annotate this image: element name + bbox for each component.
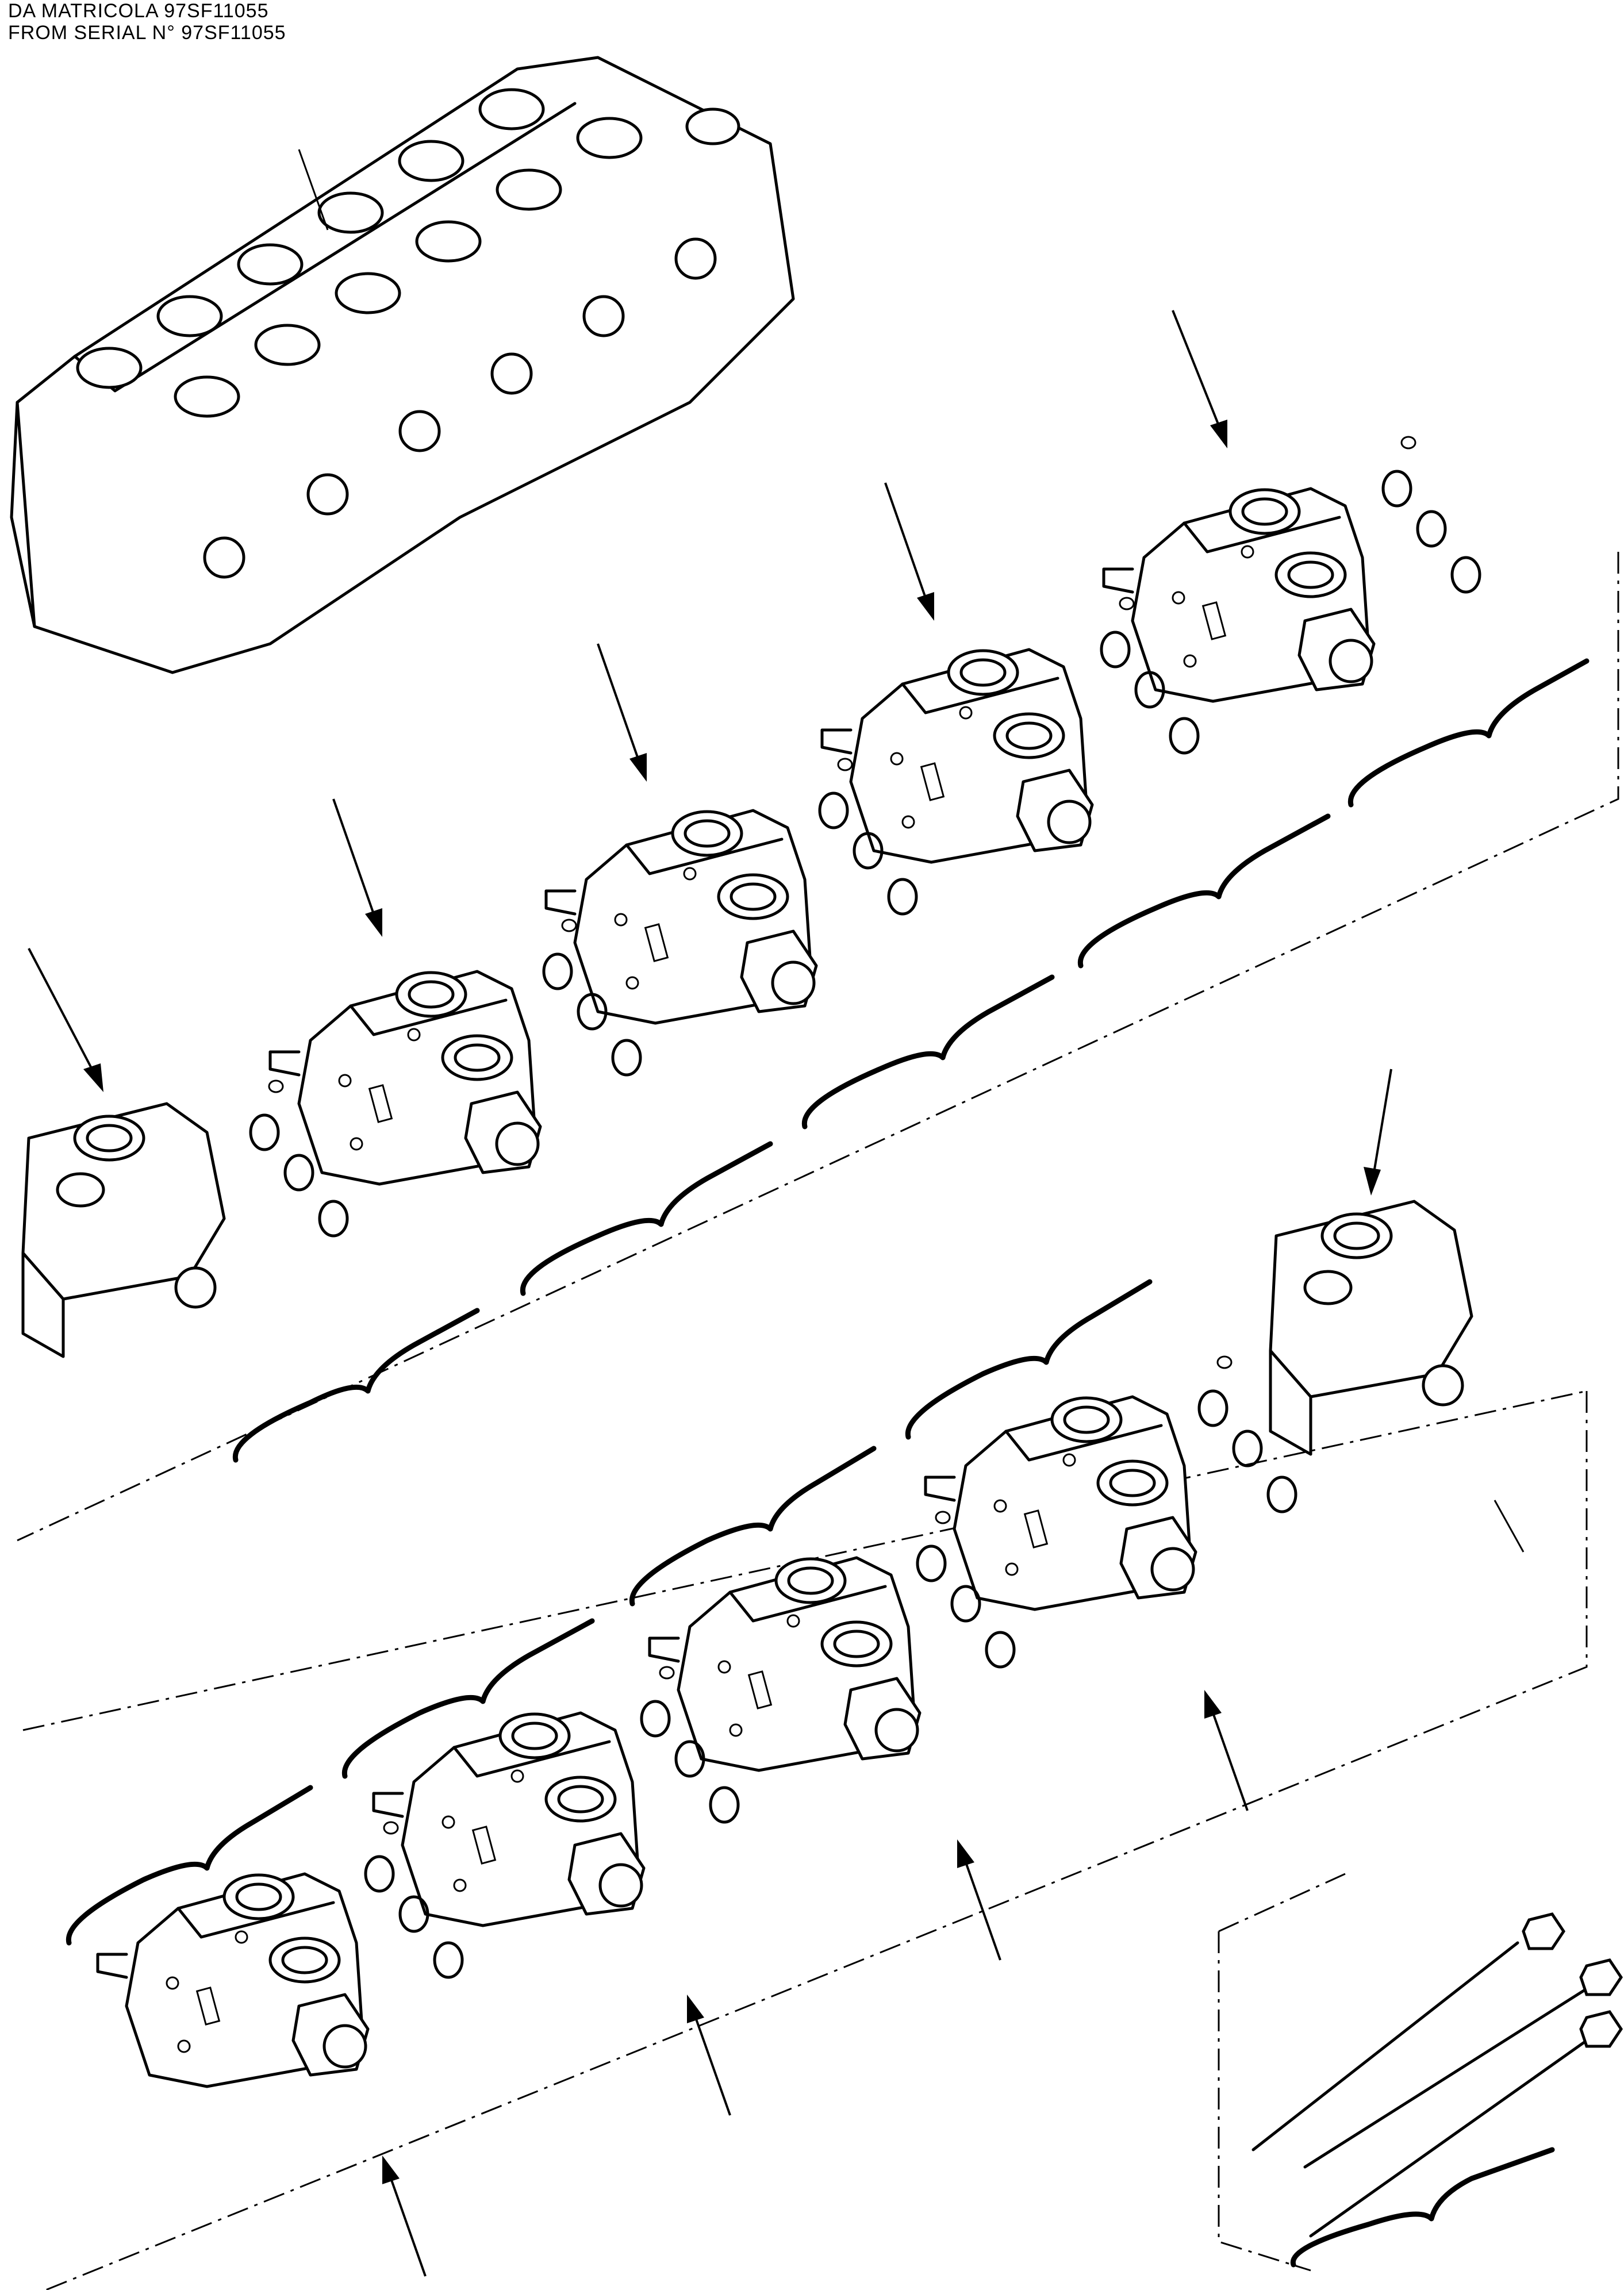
assembled-valve-block [10,56,795,674]
lower-row-sections [98,1201,1472,2087]
lower-group-frame [22,1390,1588,2290]
upper-row-braces [232,658,1590,1463]
upper-group-frame [17,552,1619,1542]
lower-row-braces [66,1279,1153,1946]
header-line-english: FROM SERIAL N° 97SF11055 [8,22,286,44]
serial-header: DA MATRICOLA 97SF11055 FROM SERIAL N° 97… [8,0,286,44]
tie-rod-kit [1218,1873,1623,2272]
header-line-italian: DA MATRICOLA 97SF11055 [8,0,269,22]
leader-arrows [28,310,1525,2277]
